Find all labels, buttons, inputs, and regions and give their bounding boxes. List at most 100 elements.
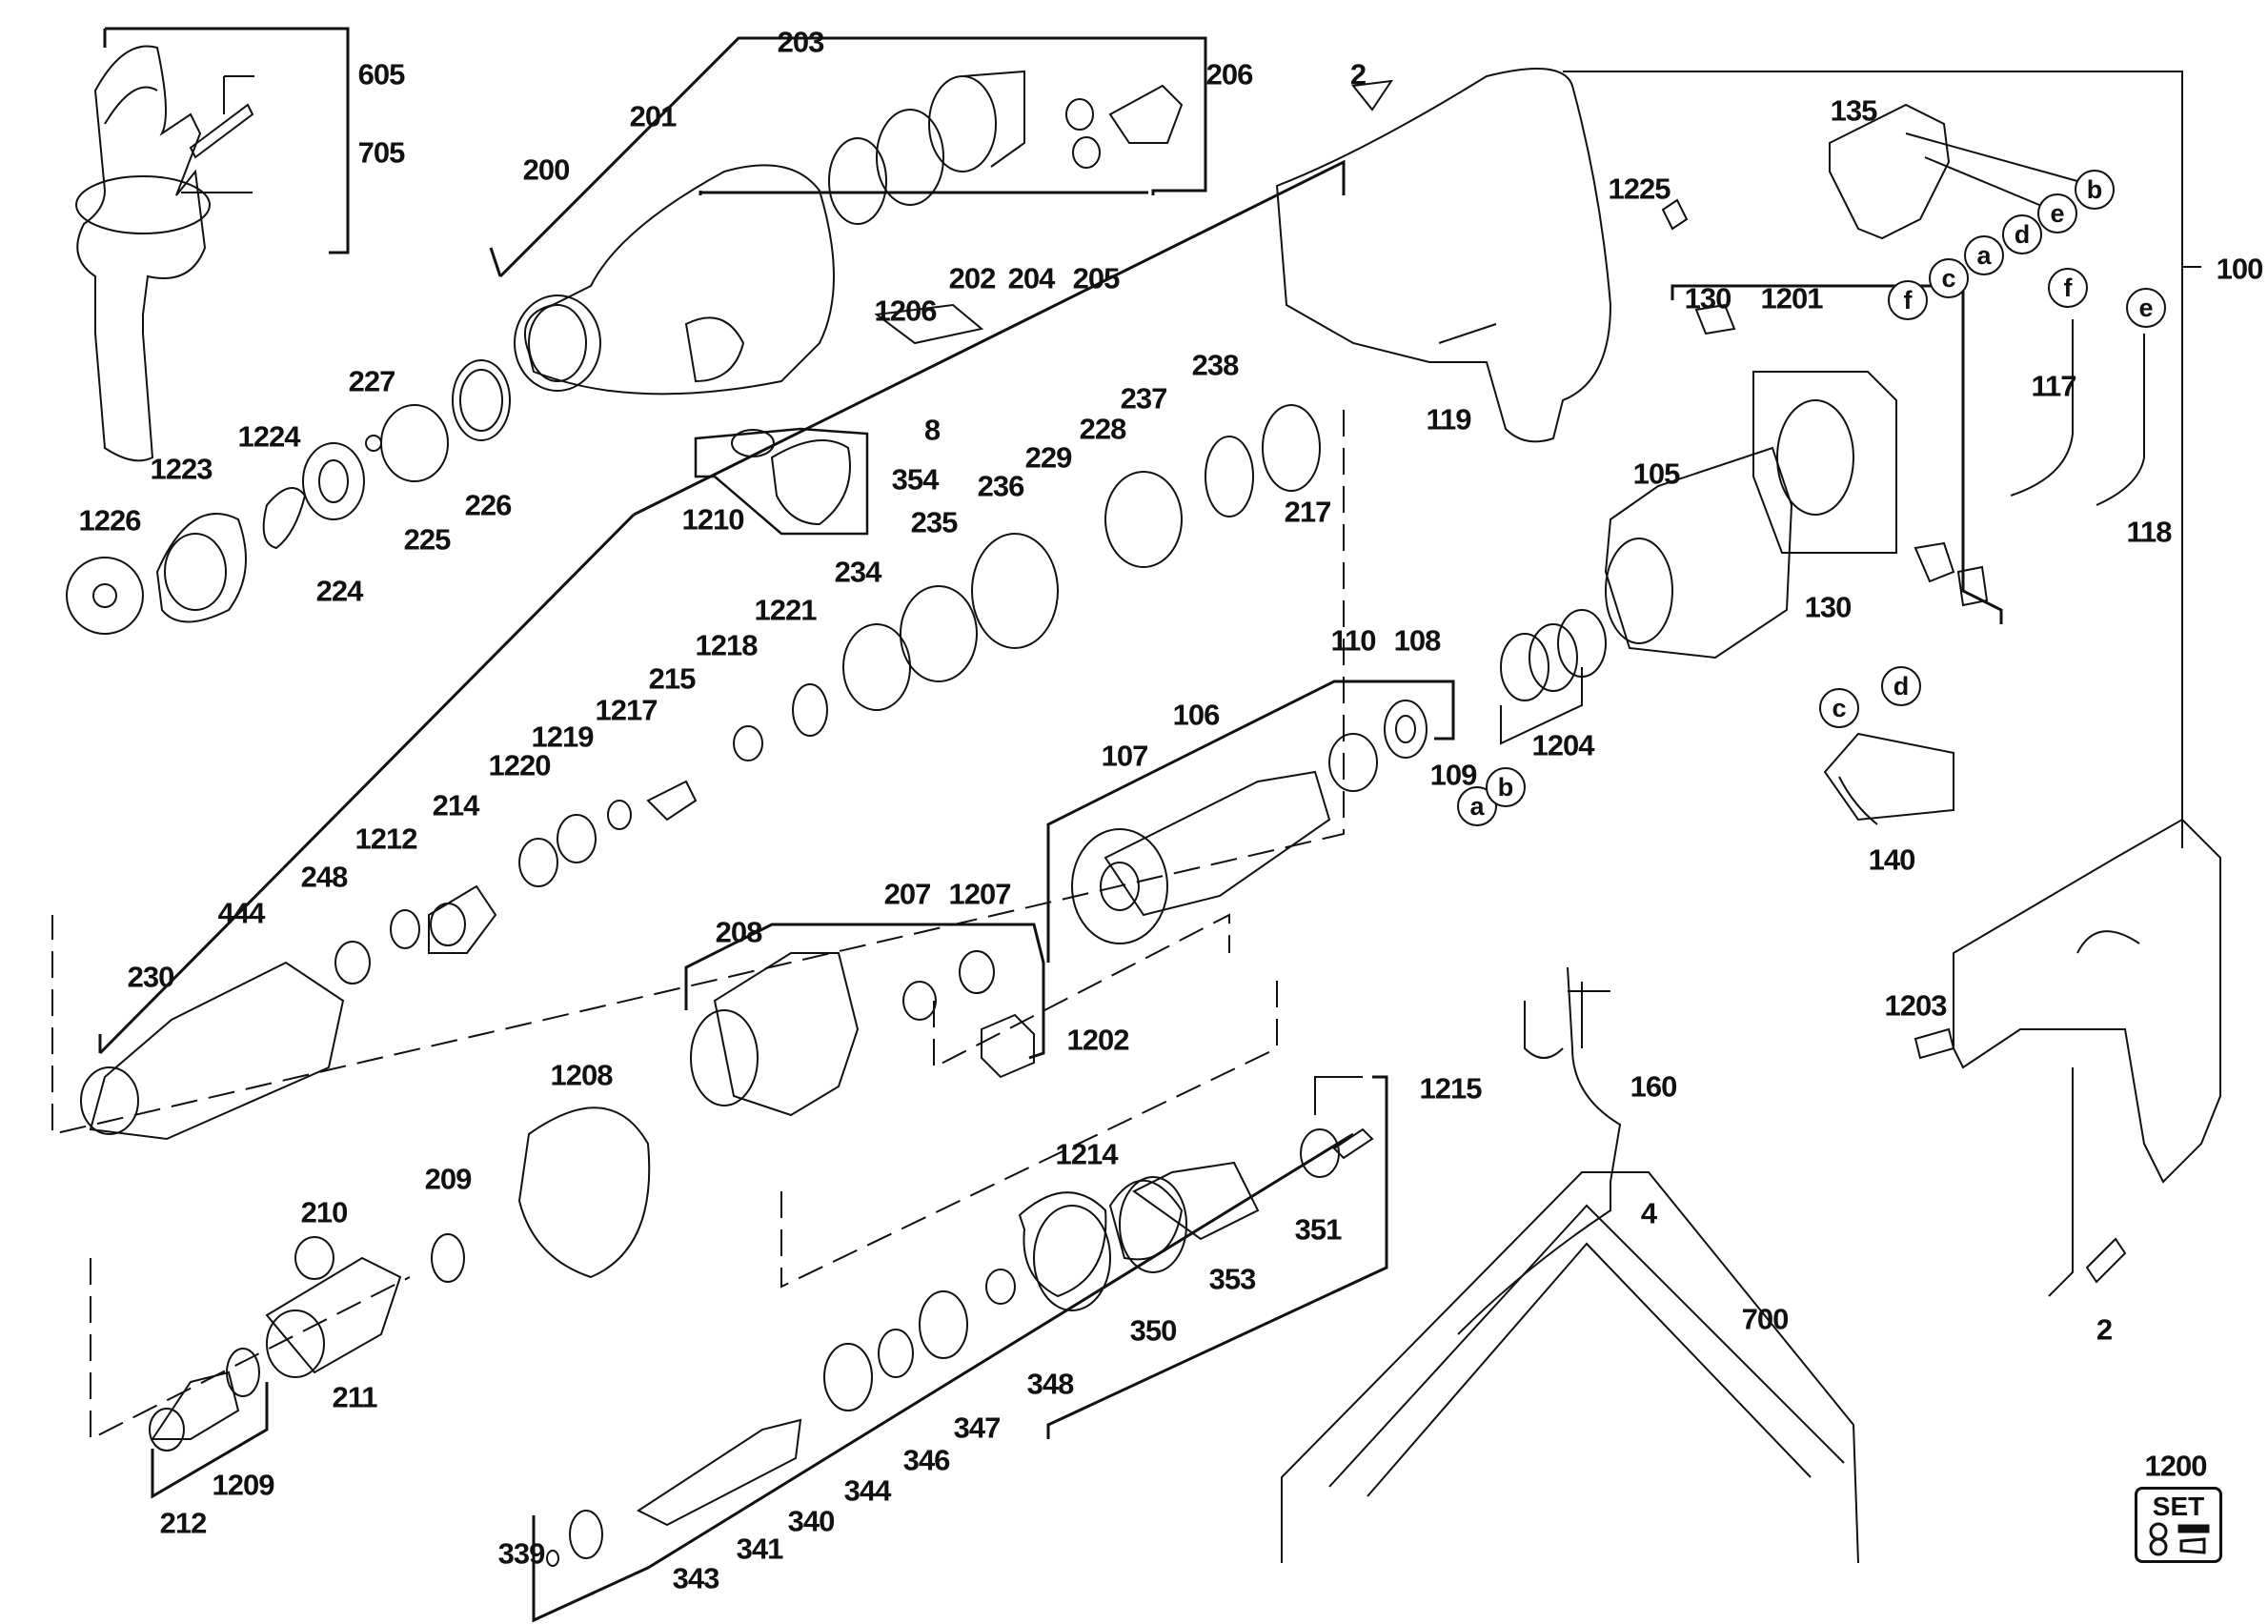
intermediate-shaft bbox=[534, 1134, 1353, 1620]
label-130-bottom: 130 bbox=[1804, 590, 1853, 624]
connector-a-switch: a bbox=[1964, 235, 2004, 275]
label-343: 343 bbox=[672, 1561, 720, 1595]
label-212: 212 bbox=[159, 1506, 208, 1540]
label-234: 234 bbox=[834, 555, 882, 589]
label-347: 347 bbox=[953, 1411, 1002, 1445]
label-2-top: 2 bbox=[1349, 57, 1367, 91]
label-1218: 1218 bbox=[695, 628, 759, 662]
label-225: 225 bbox=[403, 522, 452, 557]
label-1219: 1219 bbox=[531, 720, 595, 754]
label-200: 200 bbox=[522, 152, 571, 187]
label-339: 339 bbox=[497, 1536, 546, 1571]
label-201: 201 bbox=[629, 99, 678, 133]
label-227: 227 bbox=[348, 364, 396, 398]
label-348: 348 bbox=[1026, 1367, 1075, 1401]
cord-and-capacitor bbox=[1458, 734, 1954, 1334]
label-1220: 1220 bbox=[488, 748, 552, 782]
label-354: 354 bbox=[891, 462, 940, 497]
label-341: 341 bbox=[736, 1532, 784, 1566]
label-1212: 1212 bbox=[354, 822, 418, 856]
label-1208: 1208 bbox=[550, 1058, 614, 1092]
label-202: 202 bbox=[948, 261, 997, 295]
label-444: 444 bbox=[217, 896, 266, 930]
connector-f-wire117: f bbox=[2048, 268, 2088, 308]
label-353: 353 bbox=[1208, 1262, 1257, 1296]
carry-case bbox=[1282, 1172, 1858, 1563]
label-2-bottom: 2 bbox=[2096, 1312, 2113, 1347]
label-208: 208 bbox=[715, 915, 763, 949]
gear-housing bbox=[491, 38, 1205, 534]
connector-d-switch: d bbox=[2002, 214, 2042, 254]
tool-holder-parts bbox=[91, 1234, 464, 1496]
label-118: 118 bbox=[2126, 515, 2172, 549]
label-340: 340 bbox=[787, 1504, 836, 1538]
label-1209: 1209 bbox=[212, 1468, 275, 1502]
label-1201: 1201 bbox=[1760, 281, 1824, 315]
label-605: 605 bbox=[357, 57, 406, 91]
label-135: 135 bbox=[1830, 93, 1878, 128]
label-207: 207 bbox=[883, 877, 932, 911]
label-215: 215 bbox=[648, 661, 697, 696]
connector-e-wire118: e bbox=[2126, 288, 2166, 328]
connector-c-switch: c bbox=[1929, 258, 1969, 298]
connector-b-switch: b bbox=[2075, 170, 2115, 210]
label-110: 110 bbox=[1330, 623, 1376, 658]
label-344: 344 bbox=[843, 1473, 892, 1508]
label-4: 4 bbox=[1640, 1196, 1657, 1230]
label-1215: 1215 bbox=[1419, 1071, 1483, 1106]
label-8: 8 bbox=[923, 413, 941, 447]
label-1210: 1210 bbox=[681, 502, 745, 537]
housing-half-right bbox=[1915, 820, 2220, 1296]
connector-d-capacitor: d bbox=[1881, 666, 1921, 706]
label-1223: 1223 bbox=[150, 452, 213, 486]
label-705: 705 bbox=[357, 135, 406, 170]
label-160: 160 bbox=[1630, 1069, 1678, 1104]
label-1217: 1217 bbox=[595, 693, 658, 727]
label-228: 228 bbox=[1079, 412, 1127, 446]
side-handle bbox=[76, 29, 348, 460]
armature bbox=[1048, 667, 1582, 963]
label-203: 203 bbox=[777, 25, 825, 59]
label-237: 237 bbox=[1120, 381, 1168, 416]
motor-housing bbox=[1277, 69, 2201, 848]
label-1226: 1226 bbox=[78, 503, 142, 538]
label-100: 100 bbox=[2216, 252, 2264, 286]
label-1203: 1203 bbox=[1884, 988, 1948, 1023]
impact-mechanism bbox=[52, 162, 1344, 1139]
nose-parts bbox=[67, 360, 510, 634]
set-badge: SET bbox=[2135, 1487, 2222, 1563]
label-204: 204 bbox=[1007, 261, 1056, 295]
label-1221: 1221 bbox=[754, 593, 818, 627]
label-119: 119 bbox=[1426, 402, 1471, 436]
set-badge-text: SET bbox=[2152, 1492, 2205, 1521]
label-700: 700 bbox=[1741, 1302, 1790, 1336]
label-205: 205 bbox=[1072, 261, 1121, 295]
label-206: 206 bbox=[1205, 57, 1254, 91]
label-248: 248 bbox=[300, 860, 349, 894]
label-117: 117 bbox=[2031, 369, 2076, 403]
label-230: 230 bbox=[127, 960, 175, 994]
label-1206: 1206 bbox=[874, 294, 938, 328]
label-1204: 1204 bbox=[1531, 728, 1595, 762]
label-1225: 1225 bbox=[1608, 172, 1671, 206]
label-140: 140 bbox=[1868, 842, 1916, 877]
label-108: 108 bbox=[1393, 623, 1442, 658]
label-1224: 1224 bbox=[237, 419, 301, 454]
label-346: 346 bbox=[902, 1443, 951, 1477]
label-238: 238 bbox=[1191, 348, 1240, 382]
label-107: 107 bbox=[1101, 739, 1149, 773]
label-109: 109 bbox=[1429, 758, 1478, 792]
label-226: 226 bbox=[464, 488, 513, 522]
label-214: 214 bbox=[432, 788, 480, 822]
gear-case bbox=[519, 915, 1387, 1439]
label-1200: 1200 bbox=[2144, 1449, 2208, 1483]
label-209: 209 bbox=[424, 1162, 473, 1196]
label-217: 217 bbox=[1284, 495, 1332, 529]
label-235: 235 bbox=[910, 505, 959, 539]
label-236: 236 bbox=[977, 469, 1025, 503]
label-224: 224 bbox=[315, 574, 364, 608]
label-130-top: 130 bbox=[1684, 281, 1732, 315]
label-211: 211 bbox=[332, 1380, 377, 1414]
connector-c-capacitor: c bbox=[1819, 688, 1859, 728]
set-badge-icon bbox=[2137, 1520, 2219, 1558]
